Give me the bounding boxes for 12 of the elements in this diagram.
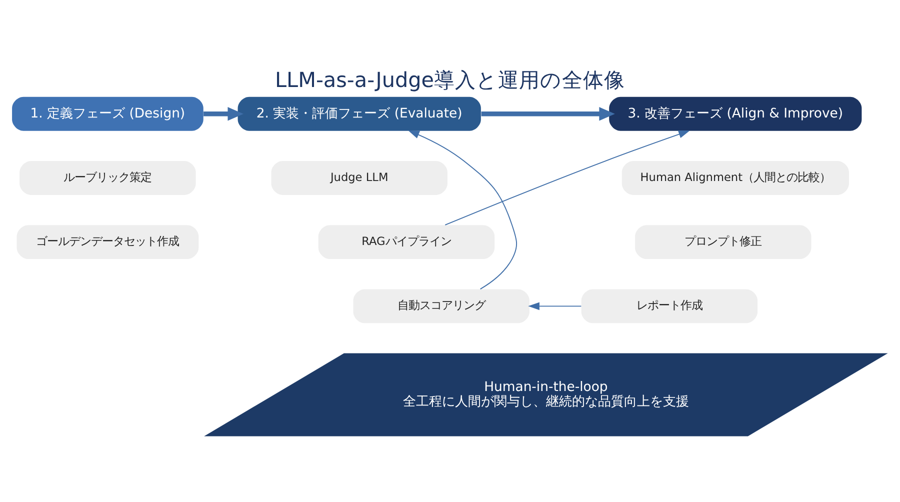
diagram-title: LLM-as-a-Judge導入と運用の全体像: [274, 68, 626, 92]
node-box: 自動スコアリング: [353, 288, 530, 323]
arrow: [408, 130, 518, 290]
arrow: [481, 106, 615, 120]
arrow: [528, 302, 582, 310]
node-box: 3. 改善フェーズ (Align & Improve): [609, 96, 862, 130]
arrow: [204, 106, 244, 120]
node-box: 2. 実装・評価フェーズ (Evaluate): [238, 96, 481, 130]
node-box: 1. 定義フェーズ (Design): [12, 96, 204, 130]
arrow: [444, 130, 690, 225]
node-box: RAGパイプライン: [318, 224, 495, 259]
node-box: レポート作成: [581, 288, 758, 323]
